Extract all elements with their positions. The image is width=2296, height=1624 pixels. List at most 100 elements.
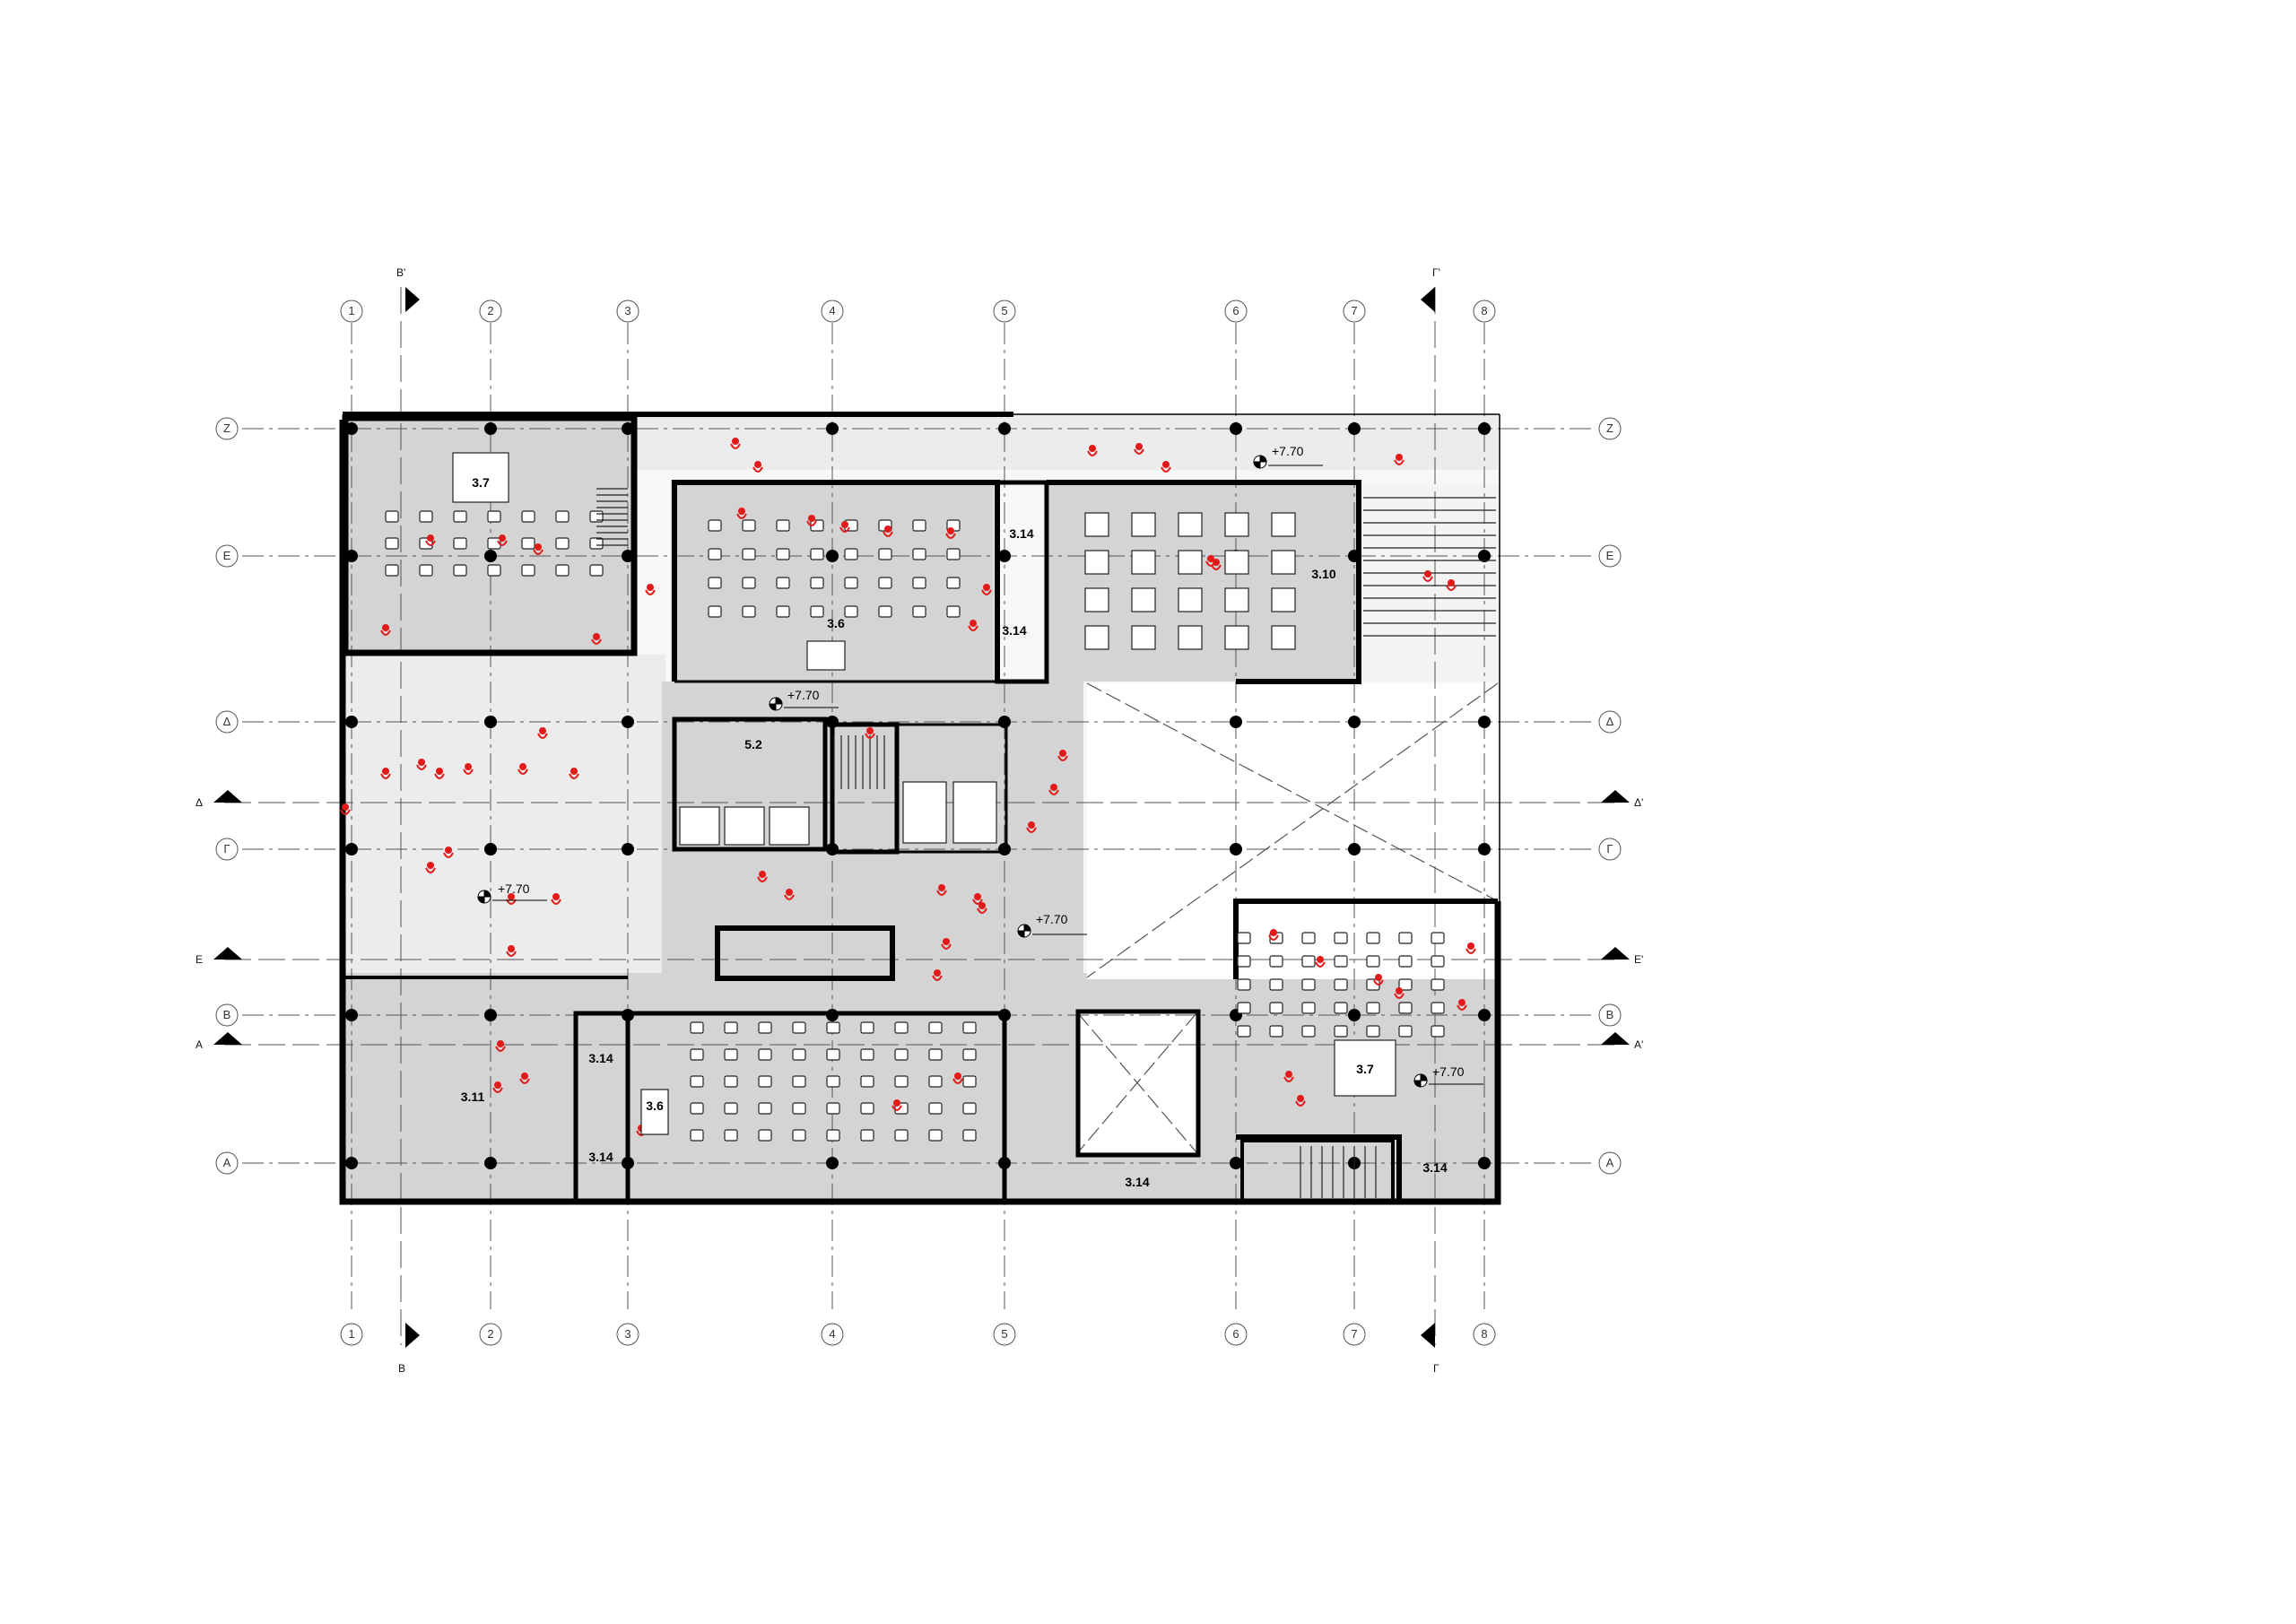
grid-col-2-top: 2 xyxy=(487,304,493,317)
room-3-7-top: 3.7 xyxy=(472,475,490,490)
chair xyxy=(1301,978,1316,991)
chair xyxy=(758,1102,772,1115)
room-3-14-c: 3.14 xyxy=(588,1051,613,1065)
person xyxy=(416,759,427,770)
person xyxy=(945,527,956,539)
chair xyxy=(758,1048,772,1061)
chair xyxy=(826,1048,840,1061)
person-body xyxy=(865,733,875,739)
grid-row-a-left: A xyxy=(223,1156,231,1169)
chair xyxy=(1431,932,1445,944)
grid-row-b-left: B xyxy=(223,1008,231,1021)
person xyxy=(981,584,992,595)
grid-row-e-left: E xyxy=(223,549,231,562)
person xyxy=(425,862,436,873)
level-symbol-fill xyxy=(1253,455,1267,469)
person xyxy=(1446,579,1457,591)
person xyxy=(495,1040,506,1052)
grid-col-7-bottom: 7 xyxy=(1351,1327,1357,1341)
person xyxy=(340,803,351,815)
chair xyxy=(1398,932,1413,944)
grid-bubbles-right xyxy=(1598,417,1622,1175)
person-body xyxy=(1161,466,1171,473)
section-arrows xyxy=(213,287,1630,1348)
person xyxy=(1026,821,1037,833)
column xyxy=(622,550,634,562)
person-body xyxy=(1394,459,1405,465)
person-body xyxy=(434,773,445,779)
chair xyxy=(928,1021,943,1034)
chair xyxy=(860,1102,874,1115)
chair xyxy=(928,1102,943,1115)
chair xyxy=(742,548,756,560)
person xyxy=(784,889,795,900)
chair xyxy=(1398,1002,1413,1014)
chair xyxy=(844,605,858,618)
person-body xyxy=(1373,979,1384,986)
chair xyxy=(776,548,790,560)
person-body xyxy=(941,943,952,950)
person-head xyxy=(1089,445,1096,452)
chair xyxy=(792,1048,806,1061)
person-head xyxy=(1285,1071,1292,1078)
column xyxy=(1478,422,1491,435)
chair xyxy=(1269,978,1283,991)
person xyxy=(1134,443,1144,455)
person-body xyxy=(730,443,741,449)
room-5-2: 5.2 xyxy=(744,737,762,751)
chair xyxy=(860,1048,874,1061)
chair xyxy=(487,510,501,523)
person-body xyxy=(945,533,956,539)
chair xyxy=(878,577,892,589)
person xyxy=(883,525,893,537)
column xyxy=(622,1009,634,1021)
person xyxy=(736,508,747,519)
column xyxy=(345,1157,358,1169)
chair xyxy=(1334,1002,1348,1014)
chair xyxy=(1431,1025,1445,1038)
person xyxy=(443,847,454,858)
person-body xyxy=(839,526,850,533)
column xyxy=(1230,422,1242,435)
grid-row-g-right: Γ xyxy=(1606,842,1613,855)
chair xyxy=(521,537,535,550)
person-head xyxy=(465,763,472,770)
chair xyxy=(962,1048,977,1061)
person xyxy=(839,521,850,533)
grid-row-e-right: E xyxy=(1606,549,1614,562)
person-head xyxy=(841,521,848,528)
person-body xyxy=(1134,448,1144,455)
person xyxy=(537,727,548,739)
column xyxy=(1348,422,1361,435)
chair xyxy=(962,1075,977,1088)
chair xyxy=(1431,955,1445,968)
person xyxy=(591,633,602,645)
person xyxy=(752,461,763,473)
grid-row-a-right: A xyxy=(1606,1156,1614,1169)
chair xyxy=(690,1048,704,1061)
grid-row-d-left: Δ xyxy=(223,715,231,728)
column xyxy=(1478,843,1491,855)
walls xyxy=(339,412,1501,1205)
column xyxy=(622,1157,634,1169)
person-body xyxy=(736,513,747,519)
person-head xyxy=(508,893,515,900)
chair xyxy=(1366,1025,1380,1038)
person-body xyxy=(517,769,528,775)
person-head xyxy=(738,508,745,515)
chair xyxy=(385,564,399,577)
column xyxy=(826,550,839,562)
section-e-right: E' xyxy=(1634,953,1643,966)
person-head xyxy=(884,525,891,533)
chair xyxy=(708,605,722,618)
person-body xyxy=(1457,1004,1467,1011)
person-body xyxy=(883,531,893,537)
person-body xyxy=(340,809,351,815)
room-3-6-top: 3.6 xyxy=(827,616,845,630)
chair xyxy=(1301,955,1316,968)
person xyxy=(1373,974,1384,986)
person-head xyxy=(521,1073,528,1080)
column xyxy=(998,1157,1011,1169)
grid-col-2-bottom: 2 xyxy=(487,1327,493,1341)
